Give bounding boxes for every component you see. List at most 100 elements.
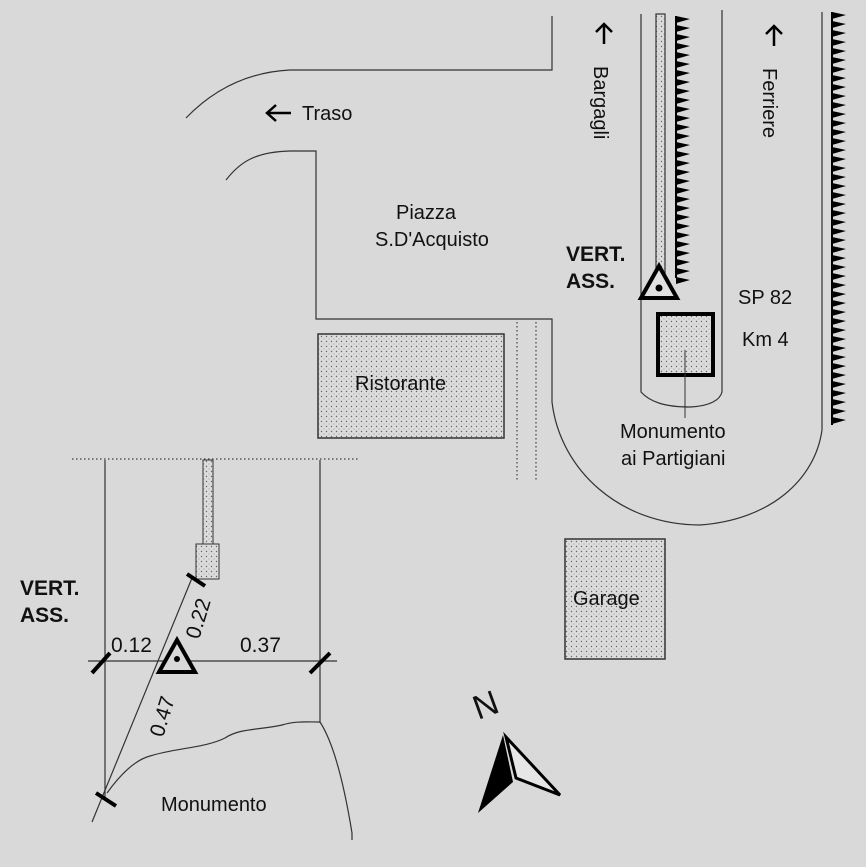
road-label-bargagli: Bargagli (589, 66, 611, 139)
left-arrow-icon (265, 104, 291, 122)
hatch-tooth (832, 282, 846, 289)
measure-right: 0.37 (240, 634, 281, 657)
hatch-tooth (676, 34, 690, 41)
hatch-tooth (676, 52, 690, 59)
hatch-tooth (676, 151, 690, 158)
hatch-tooth (676, 124, 690, 131)
hatch-tooth (676, 25, 690, 32)
hatch-tooth (832, 417, 846, 424)
road-ref-line1: SP 82 (738, 287, 792, 309)
hatch-tooth (832, 255, 846, 262)
hatch-tooth (832, 129, 846, 136)
embankment-hatching (675, 16, 690, 284)
hatch-tooth (676, 169, 690, 176)
detail-inset: VERT. ASS. 0.12 0.37 0.22 0.47 Monumento (20, 458, 360, 840)
building-garage[interactable]: Garage (564, 538, 666, 660)
monument-partisans-line2: ai Partigiani (621, 448, 726, 470)
hatch-tooth (676, 133, 690, 140)
measure-upper-diagonal: 0.22 (182, 596, 216, 642)
hatch-tooth (676, 79, 690, 86)
hatch-tooth (676, 214, 690, 221)
hatch-tooth (832, 399, 846, 406)
hatch-tooth (832, 354, 846, 361)
hatch-tooth (832, 93, 846, 100)
monument-partisans-line1: Monumento (620, 421, 726, 443)
hatch-tooth (676, 88, 690, 95)
hatch-tooth (832, 237, 846, 244)
hatch-tooth (832, 300, 846, 307)
inset-monument-outline (106, 721, 353, 840)
hatch-tooth (676, 97, 690, 104)
hatch-tooth (832, 264, 846, 271)
benchmark-label-line2: ASS. (566, 270, 615, 293)
hatch-tooth (832, 84, 846, 91)
benchmark-label-line1: VERT. (566, 243, 626, 266)
inset-benchmark-line2: ASS. (20, 604, 69, 627)
hatch-tooth (832, 102, 846, 109)
hatch-tooth (832, 210, 846, 217)
hatch-tooth (832, 174, 846, 181)
hatch-tooth (832, 228, 846, 235)
hatch-tooth (832, 192, 846, 199)
road-label-traso: Traso (302, 103, 352, 125)
hatch-tooth (676, 160, 690, 167)
hatch-tooth (676, 70, 690, 77)
hatch-tooth (832, 363, 846, 370)
hatch-tooth (676, 61, 690, 68)
inset-benchmark-triangle-icon (155, 635, 199, 674)
hatch-tooth (832, 66, 846, 73)
hatch-tooth (832, 30, 846, 37)
garage-label: Garage (573, 588, 640, 610)
north-arrow-icon: N (468, 683, 562, 813)
hatch-tooth (676, 259, 690, 266)
road-ref-line2: Km 4 (742, 329, 789, 351)
hatch-tooth (832, 246, 846, 253)
hatch-tooth (676, 106, 690, 113)
hatch-tooth (676, 250, 690, 257)
hatch-tooth (832, 318, 846, 325)
square-label-line2: S.D'Acquisto (375, 229, 489, 251)
hatch-tooth (676, 223, 690, 230)
restaurant-label: Ristorante (355, 373, 446, 395)
building-restaurant[interactable]: Ristorante (317, 333, 505, 439)
hatch-tooth (832, 327, 846, 334)
hatch-tooth (832, 57, 846, 64)
hatch-tooth (676, 205, 690, 212)
inset-monument-label: Monumento (161, 794, 267, 816)
measure-lower-diagonal: 0.47 (146, 694, 180, 740)
hatch-tooth (676, 277, 690, 284)
hatch-tooth (832, 12, 846, 19)
road-traso-edges (185, 12, 823, 526)
hatch-tooth (832, 183, 846, 190)
hatch-tooth (832, 219, 846, 226)
hatch-tooth (676, 232, 690, 239)
hatch-tooth (832, 138, 846, 145)
hatch-tooth (676, 43, 690, 50)
hatch-tooth (676, 241, 690, 248)
hatch-tooth (832, 156, 846, 163)
hatch-tooth (676, 16, 690, 23)
hatch-tooth (676, 187, 690, 194)
hatch-tooth (832, 165, 846, 172)
up-arrow-icon (595, 22, 613, 44)
hatch-tooth (832, 372, 846, 379)
hatch-tooth (832, 201, 846, 208)
embankment-hatching (831, 12, 846, 425)
hatch-tooth (676, 178, 690, 185)
road-label-ferriere: Ferriere (758, 68, 780, 138)
hatch-tooth (676, 142, 690, 149)
hatch-tooth (832, 273, 846, 280)
hatch-tooth (832, 345, 846, 352)
hatch-tooth (832, 111, 846, 118)
hatch-tooth (832, 408, 846, 415)
hatch-tooth (676, 115, 690, 122)
hatch-tooth (832, 291, 846, 298)
benchmark-triangle-icon (637, 261, 681, 300)
square-label-line1: Piazza (396, 202, 457, 224)
inset-benchmark-line1: VERT. (20, 577, 80, 600)
measure-left: 0.12 (111, 634, 152, 657)
hatch-tooth (832, 336, 846, 343)
hatch-tooth (832, 120, 846, 127)
hatch-tooth (832, 39, 846, 46)
